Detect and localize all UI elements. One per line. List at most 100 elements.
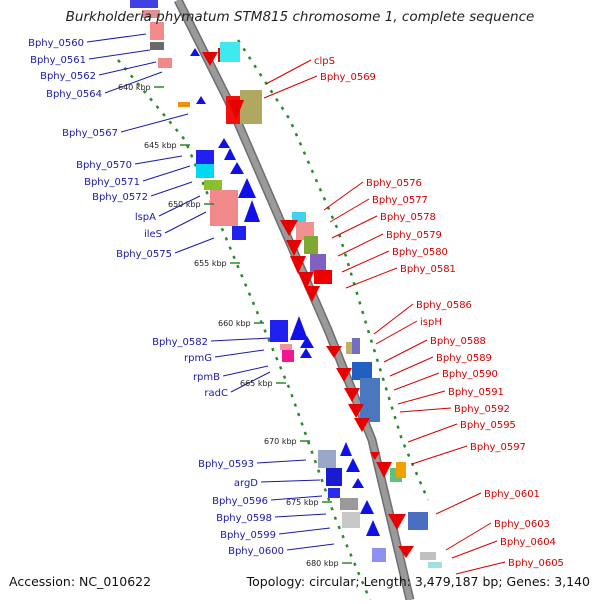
minus-gene-label: Bphy_0575 — [116, 249, 172, 260]
kbp-tick-label: 645 kbp — [144, 141, 177, 150]
plus-strand-gene-block — [396, 462, 406, 478]
kbp-tick-label: 640 kbp — [118, 83, 151, 92]
minus-gene-leader — [278, 527, 331, 535]
minus-gene-leader — [158, 195, 201, 217]
minus-strand-gene-arrow — [366, 520, 380, 536]
kbp-tick-label: 680 kbp — [306, 559, 339, 568]
minus-strand-gene-block — [328, 488, 340, 498]
minus-strand-gene-block — [130, 0, 158, 8]
minus-gene-leader — [86, 33, 147, 43]
minus-gene-leader — [222, 365, 269, 377]
plus-strand-gene-arrow — [280, 220, 298, 236]
plus-gene-leader — [389, 356, 434, 377]
track-rings — [117, 0, 430, 602]
kbp-tick-label: 660 kbp — [218, 319, 251, 328]
minus-strand-gene-arrow — [352, 478, 364, 488]
plus-gene-leader — [323, 181, 364, 211]
minus-gene-label: Bphy_0598 — [216, 513, 272, 524]
plus-gene-label: Bphy_0595 — [460, 420, 516, 431]
plus-gene-label: Bphy_0569 — [320, 72, 376, 83]
minus-gene-leader — [150, 181, 193, 197]
plus-strand-gene-arrow — [348, 404, 364, 418]
plus-strand-gene-block — [310, 254, 326, 272]
minus-strand-gene-block — [158, 58, 172, 68]
plus-gene-label: Bphy_0590 — [442, 369, 498, 380]
plus-strand-gene-arrow — [388, 514, 406, 530]
plus-gene-leader — [383, 339, 428, 363]
plus-gene-leader — [445, 522, 492, 551]
minus-gene-leader — [164, 211, 207, 234]
minus-strand-gene-block — [150, 42, 164, 50]
plus-gene-leader — [337, 233, 384, 257]
plus-gene-label: Bphy_0580 — [392, 247, 448, 258]
minus-strand-gene-arrow — [300, 348, 312, 358]
minus-gene-leader — [174, 237, 215, 254]
plus-gene-leader — [399, 407, 452, 413]
plus-gene-label: Bphy_0605 — [508, 558, 564, 569]
plus-strand-gene-arrow — [370, 452, 380, 460]
minus-gene-leader — [286, 543, 335, 551]
minus-strand-gene-block — [204, 180, 222, 190]
minus-gene-leader — [270, 495, 323, 501]
minus-gene-label: Bphy_0571 — [84, 177, 140, 188]
minus-strand-gene-block — [142, 10, 160, 18]
sequence-summary: Topology: circular; Length: 3,479,187 bp… — [246, 574, 590, 589]
plus-gene-label: Bphy_0603 — [494, 519, 550, 530]
minus-gene-leader — [230, 371, 271, 393]
plus-strand-gene-block — [352, 338, 360, 354]
plus-gene-label: Bphy_0577 — [372, 195, 428, 206]
plus-strand-gene-arrow — [354, 418, 370, 432]
minus-strand-gene-arrow — [218, 138, 230, 148]
plus-gene-label: Bphy_0601 — [484, 489, 540, 500]
plus-strand-gene-arrow — [344, 388, 360, 402]
plus-gene-leader — [329, 198, 370, 223]
plus-strand-gene-arrow — [202, 52, 218, 66]
label-leader-lines — [86, 33, 506, 575]
plus-gene-leader — [455, 561, 506, 575]
minus-strand-gene-block — [196, 150, 214, 164]
minus-gene-leader — [260, 479, 321, 483]
plus-strand-gene-block — [360, 378, 380, 422]
minus-gene-label: radC — [204, 388, 228, 399]
plus-strand-gene-block — [428, 562, 442, 568]
backbone-shadow — [173, 0, 415, 602]
plus-gene-leader — [397, 390, 446, 405]
accession-text: Accession: NC_010622 — [9, 574, 152, 589]
minus-strand-gene-block — [282, 350, 294, 362]
plus-gene-leader — [435, 492, 482, 515]
plus-strand-gene-arrow — [286, 240, 302, 256]
minus-gene-label: Bphy_0582 — [152, 337, 208, 348]
kbp-tick-label: 670 kbp — [264, 437, 297, 446]
plus-gene-leader — [411, 445, 468, 465]
plus-gene-leader — [341, 250, 390, 273]
plus-strand-gene-arrow — [304, 286, 320, 302]
minus-gene-label: Bphy_0599 — [220, 530, 276, 541]
minus-strand-gene-arrow — [238, 178, 256, 198]
plus-strand-gene-arrow — [398, 546, 414, 558]
minus-gene-leader — [104, 71, 163, 94]
kbp-tick-label: 650 kbp — [168, 200, 201, 209]
minus-gene-label: Bphy_0561 — [30, 55, 86, 66]
minus-strand-gene-arrow — [346, 458, 360, 472]
plus-gene-label: ispH — [420, 317, 442, 328]
minus-gene-leader — [210, 337, 271, 342]
plus-gene-label: Bphy_0589 — [436, 353, 492, 364]
minus-gene-label: argD — [234, 478, 258, 489]
minus-gene-label: rpmB — [193, 372, 220, 383]
minus-gene-label: Bphy_0593 — [198, 459, 254, 470]
minus-strand-gene-block — [280, 344, 292, 350]
plus-strand-gene-block — [352, 362, 372, 380]
minus-gene-leader — [134, 155, 183, 165]
kbp-tick-label: 675 kbp — [286, 498, 319, 507]
plus-gene-label: Bphy_0578 — [380, 212, 436, 223]
minus-strand-gene-arrow — [196, 96, 206, 104]
minus-strand-gene-block — [196, 164, 214, 178]
minus-strand-gene-block — [232, 226, 246, 240]
minus-gene-label: Bphy_0570 — [76, 160, 132, 171]
minus-gene-label: lspA — [135, 212, 156, 223]
plus-strand-gene-arrow — [298, 272, 314, 290]
plus-strand-gene-block — [408, 512, 428, 530]
